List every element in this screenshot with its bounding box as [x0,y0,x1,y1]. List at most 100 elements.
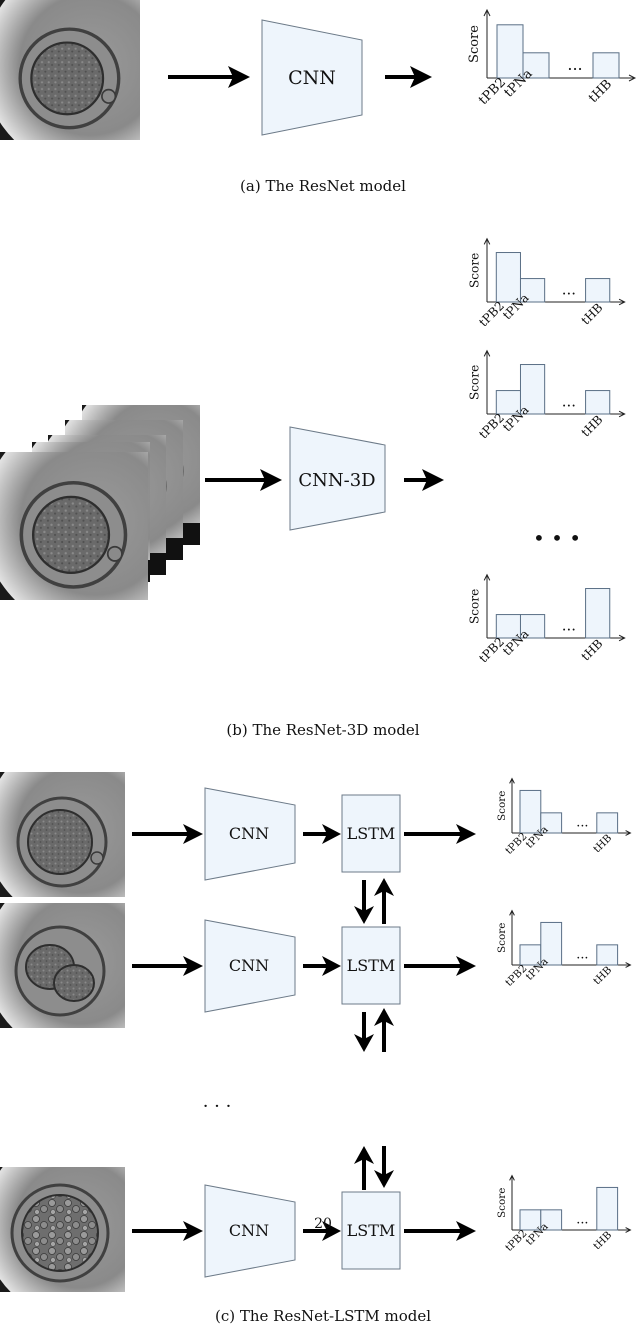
overlap-number: 20 [314,1216,332,1232]
arrow-right-icon [385,66,432,88]
bar [592,52,620,79]
lstm-block [341,926,401,1005]
bar [519,278,546,303]
tick-label: tHB [579,636,606,663]
cnn-block [204,1184,296,1278]
embryo-image-stack [0,405,200,600]
cnn-label: CNN [229,956,269,975]
arrow-right-icon [404,824,476,844]
bar [519,614,546,639]
x-axis-arrow [628,74,637,82]
cnn-label: CNN [229,824,269,843]
cnn-label: CNN [229,1221,269,1240]
cnn-block [204,787,296,881]
bar-ellipsis: ... [562,393,576,411]
arrow-down-icon [354,880,374,924]
embryo-image [0,772,125,897]
bar-ellipsis: ... [562,281,576,299]
y-axis-label: Score [468,365,482,400]
cnn-3d-block [289,426,386,531]
bar [585,278,611,303]
x-axis-arrow [625,830,632,836]
caption-a: (a) The ResNet model [240,177,406,195]
arrow-right-icon [132,824,203,844]
arrow-right-icon [132,1221,203,1241]
tick-label: tHB [591,964,614,987]
arrow-right-icon [404,469,444,491]
y-axis-label: Score [496,923,508,953]
bar-ellipsis: ... [576,816,588,831]
arrow-down-icon [354,1012,374,1052]
bar-ellipsis: ... [562,617,576,635]
embryo-image [0,0,140,140]
tick-label: tHB [579,412,606,439]
bar-ellipsis: ... [576,948,588,963]
y-axis-arrow [483,349,491,357]
bar [585,390,611,415]
x-axis-arrow [618,298,626,306]
bar-ellipsis: ... [567,55,582,74]
y-axis-arrow [483,237,491,245]
y-axis-arrow [509,1174,515,1181]
lstm-block [341,1191,401,1270]
y-axis-arrow [509,909,515,916]
arrow-right-icon [168,66,250,88]
bar [519,789,542,834]
y-axis-label: Score [496,1188,508,1218]
bar [540,812,563,834]
arrow-up-icon [374,1008,394,1052]
cnn-block [261,19,363,136]
arrow-right-icon [404,956,476,976]
y-axis-arrow [483,573,491,581]
stack-ellipsis: • • • [533,526,581,550]
tick-label: tHB [591,1229,614,1252]
lstm-label: LSTM [347,824,396,843]
caption-b: (b) The ResNet-3D model [226,721,419,739]
x-axis-arrow [625,962,632,968]
cnn-3d-label: CNN-3D [298,470,375,491]
arrow-right-icon [303,1221,341,1241]
y-axis-arrow [483,8,491,17]
x-axis-arrow [618,410,626,418]
bar [540,921,563,966]
tick-label: tHB [591,832,614,855]
arrow-up-icon [354,1146,374,1190]
y-axis-label: Score [496,791,508,821]
tick-label: tHB [586,77,615,106]
x-axis-arrow [618,634,626,642]
caption-c: (c) The ResNet-LSTM model [215,1307,431,1325]
y-axis-label: Score [468,589,482,624]
vertical-ellipsis: · · · [203,1096,232,1117]
arrow-right-icon [303,956,341,976]
arrow-right-icon [205,469,282,491]
bar [496,24,524,79]
lstm-block [341,794,401,873]
lstm-label: LSTM [347,1221,396,1240]
arrow-up-icon [374,878,394,924]
bar [596,944,619,966]
bar [495,252,521,303]
arrow-right-icon [404,1221,476,1241]
arrow-right-icon [303,824,341,844]
bar [596,812,619,834]
arrow-down-icon [374,1146,394,1188]
bar [585,588,611,639]
cnn-label: CNN [288,67,336,89]
arrow-right-icon [132,956,203,976]
bar-ellipsis: ... [576,1213,588,1228]
embryo-image [0,1167,125,1292]
bar [540,1209,563,1231]
y-axis-label: Score [468,253,482,288]
lstm-label: LSTM [347,956,396,975]
